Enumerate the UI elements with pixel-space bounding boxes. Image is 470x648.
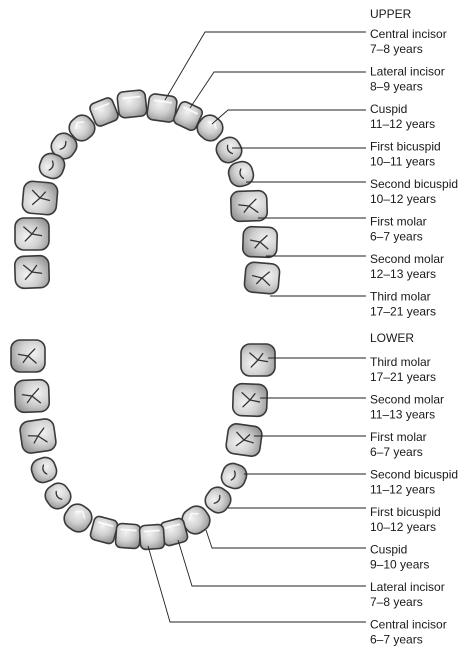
lower-cuspid-leader-line (205, 529, 366, 549)
lower-label-7: Lateral incisor (370, 580, 445, 594)
upper-label-1: Central incisor (370, 27, 447, 41)
upper-second-bicuspid-right (227, 160, 255, 188)
lower-third-molar-left (10, 339, 46, 373)
upper-lateral-incisor-leader-line (189, 71, 366, 109)
upper-age-4: 10–11 years (370, 155, 435, 169)
upper-age-8: 17–21 years (370, 305, 436, 319)
lower-age-1: 17–21 years (370, 370, 436, 384)
upper-heading: UPPER (370, 7, 412, 21)
lower-arch (10, 339, 276, 551)
lower-third-molar-right (240, 343, 276, 377)
lower-second-bicuspid-left (30, 456, 58, 484)
lower-cuspid-left (63, 503, 93, 533)
upper-age-3: 11–12 years (370, 117, 435, 131)
lower-second-bicuspid-right (220, 462, 248, 490)
upper-age-2: 8–9 years (370, 80, 423, 94)
upper-third-molar-right (243, 261, 281, 295)
lower-label-6: Cuspid (370, 543, 407, 557)
lower-label-8: Central incisor (370, 618, 447, 632)
lower-label-2: Second molar (370, 393, 444, 407)
upper-lateral-incisor-left (89, 97, 119, 127)
upper-second-molar-right (241, 225, 279, 259)
lower-label-3: First molar (370, 430, 427, 444)
upper-age-5: 10–12 years (370, 192, 436, 206)
upper-second-bicuspid-left (38, 152, 66, 180)
upper-label-4: First bicuspid (370, 140, 441, 154)
upper-lateral-incisor-right (172, 100, 204, 132)
lower-first-molar-left (19, 418, 57, 454)
upper-label-6: First molar (370, 215, 427, 229)
lower-central-incisor-leader-line (147, 545, 366, 623)
upper-age-7: 12–13 years (370, 267, 436, 281)
upper-central-incisor-left (116, 89, 148, 119)
lower-age-8: 6–7 years (370, 633, 423, 647)
upper-age-6: 6–7 years (370, 230, 423, 244)
upper-third-molar-left (13, 254, 51, 290)
upper-central-incisor-leader-line (164, 31, 366, 101)
upper-central-incisor-right (146, 93, 178, 123)
lower-label-4: Second bicuspid (370, 468, 458, 482)
upper-cuspid-leader-line (211, 109, 366, 125)
lower-first-molar-right (225, 423, 263, 457)
upper-arch (13, 89, 281, 295)
lower-first-bicuspid-right (204, 486, 232, 514)
upper-label-2: Lateral incisor (370, 65, 445, 79)
lower-lateral-incisor-leader-line (177, 539, 366, 587)
upper-label-8: Third molar (370, 290, 431, 304)
lower-first-bicuspid-left (44, 482, 72, 510)
leader-lines (147, 31, 366, 623)
upper-label-3: Cuspid (370, 102, 407, 116)
upper-first-molar-left (21, 180, 59, 216)
upper-first-bicuspid-right (215, 136, 243, 164)
lower-age-7: 7–8 years (370, 595, 423, 609)
upper-second-molar-left (14, 217, 50, 251)
upper-label-7: Second molar (370, 252, 444, 266)
upper-age-1: 7–8 years (370, 42, 423, 56)
lower-second-molar-right (231, 382, 269, 418)
upper-cuspid-left (68, 114, 96, 142)
lower-age-2: 11–13 years (370, 408, 435, 422)
lower-heading: LOWER (370, 331, 414, 345)
upper-first-molar-right (229, 189, 269, 223)
lower-age-3: 6–7 years (370, 445, 423, 459)
lower-second-molar-left (13, 378, 51, 414)
lower-central-incisor-right (138, 523, 166, 551)
lower-label-1: Third molar (370, 355, 431, 369)
lower-central-incisor-left (114, 522, 142, 550)
lower-age-6: 9–10 years (370, 558, 429, 572)
lower-label-5: First bicuspid (370, 505, 441, 519)
lower-age-4: 11–12 years (370, 483, 435, 497)
upper-label-5: Second bicuspid (370, 177, 458, 191)
lower-age-5: 10–12 years (370, 520, 436, 534)
lower-lateral-incisor-left (89, 515, 119, 545)
